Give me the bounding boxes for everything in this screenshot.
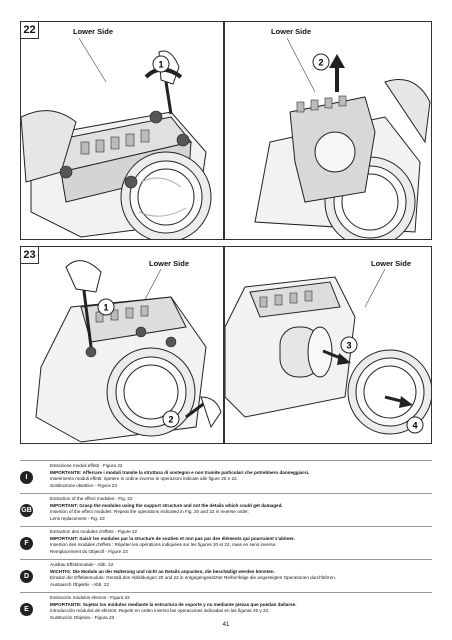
callout-2: 2 [318, 58, 323, 68]
lower-side-label: Lower Side [73, 27, 114, 36]
callout-1: 1 [158, 60, 163, 70]
instruction-line: Remplacement du Objectif - Figure 23 [50, 548, 128, 554]
divider [20, 493, 432, 494]
instruction-line: Ausbau Effektmodule - Abb. 22 [50, 562, 114, 567]
page-number: 41 [222, 622, 230, 628]
instruction-line: Sostituzione obiettivo - Figura 23 [50, 482, 117, 488]
instruction-line: IMPORTANT: Grasp the modules using the s… [50, 502, 283, 508]
instruction-line: Extraction of the effect modules - Fig. … [50, 496, 133, 501]
instructions-german: Ausbau Effektmodule - Abb. 22 WICHTIG: D… [50, 562, 430, 588]
instruction-line: Estrazione moduli effetti - Figura 22 [50, 463, 123, 468]
instructions-english: Extraction of the effect modules - Fig. … [50, 496, 430, 522]
language-badge-gb: GB [20, 504, 33, 517]
callout-3: 3 [346, 341, 351, 351]
instruction-line: Extracción módulos efectos - Figura 22 [50, 595, 130, 600]
instruction-line: Inserimento moduli effetti: ripetere in … [50, 476, 238, 482]
module-reinsert-lens-illustration: 1 2 [35, 260, 222, 443]
instructions-french: Extraction des modules d'effets - Figure… [50, 529, 430, 555]
language-badge-e: E [20, 603, 33, 616]
instruction-line: Introducción módulos de efectos: Repetir… [50, 608, 270, 614]
figure-22-left-panel: 22 Lower Side [20, 21, 224, 240]
instruction-line: IMPORTANTE: Sujetar los módulos mediante… [50, 601, 297, 607]
language-section-spanish: E Extracción módulos efectos - Figura 22… [20, 595, 430, 625]
divider [20, 559, 432, 560]
divider [20, 526, 432, 527]
figure-22-right-panel: Lower Side 2 [224, 21, 432, 240]
language-badge-d: D [20, 570, 33, 583]
language-section-german: D Ausbau Effektmodule - Abb. 22 WICHTIG:… [20, 562, 430, 592]
callout-4: 4 [412, 421, 417, 431]
figure-23-right-panel: Lower Side 3 4 [224, 246, 432, 444]
instruction-line: Einsatz der Effektemodule: Gemäß den Abb… [50, 575, 336, 581]
figure-23-left-panel: 23 Lower Side 1 2 [20, 246, 224, 444]
fixture-module-removal-illustration: 1 [21, 37, 212, 239]
instruction-line: Sustitución Objetivo - Figura 23 [50, 614, 115, 620]
lower-side-label: Lower Side [271, 27, 312, 36]
divider [20, 592, 432, 593]
language-section-french: F Extraction des modules d'effets - Figu… [20, 529, 430, 559]
divider [20, 460, 432, 461]
lower-side-label: Lower Side [149, 259, 190, 268]
instructions-spanish: Extracción módulos efectos - Figura 22 I… [50, 595, 430, 621]
fixture-module-lifted-illustration: 2 [254, 37, 431, 239]
language-section-italian: I Estrazione moduli effetti - Figura 22 … [20, 463, 430, 493]
instruction-line: Insertion of the effect modules: Repeat … [50, 509, 249, 515]
instruction-line: IMPORTANT: Saisir les modules par la str… [50, 535, 295, 541]
callout-1: 1 [103, 303, 108, 313]
callout-2: 2 [168, 415, 173, 425]
language-section-english: GB Extraction of the effect modules - Fi… [20, 496, 430, 526]
instruction-line: Austausch Objektiv - Abb. 23 [50, 581, 109, 587]
lens-removal-illustration: 3 4 [225, 268, 431, 435]
instruction-line: Insertion des modules d'effets : Répéter… [50, 542, 277, 548]
language-badge-f: F [20, 537, 33, 550]
instruction-line: WICHTIG: Die Module an der Halterung und… [50, 568, 275, 574]
figure-number: 23 [21, 247, 39, 264]
figure-number: 22 [21, 22, 39, 39]
instructions-italian: Estrazione moduli effetti - Figura 22 IM… [50, 463, 430, 489]
instruction-line: IMPORTANTE: Afferrare i moduli tramite l… [50, 469, 310, 475]
instruction-line: Lens replacement - Fig. 23 [50, 515, 105, 521]
lower-side-label: Lower Side [371, 259, 412, 268]
language-badge-i: I [20, 471, 33, 484]
instruction-line: Extraction des modules d'effets - Figure… [50, 529, 138, 534]
